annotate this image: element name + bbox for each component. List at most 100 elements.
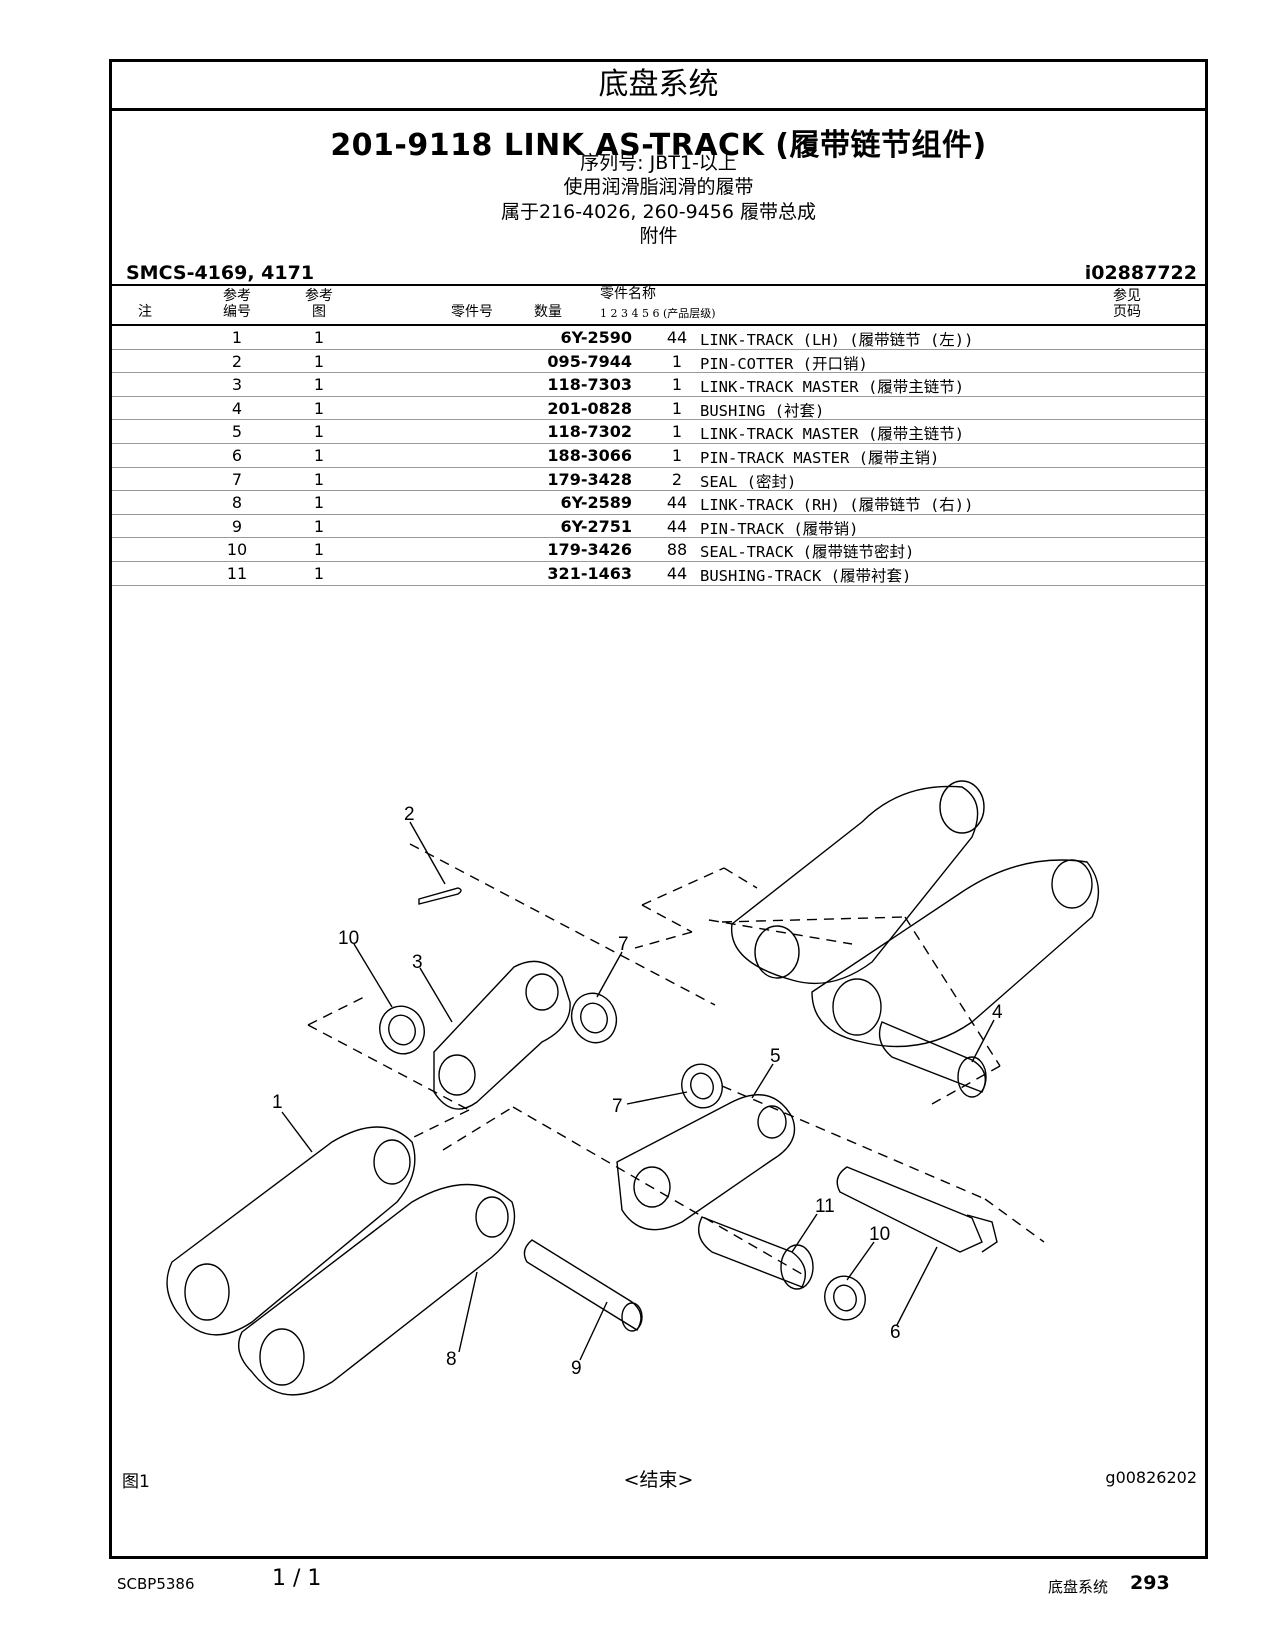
callout-number: 5	[770, 1046, 781, 1067]
part-name: LINK-TRACK (RH) (履带链节 (右))	[700, 496, 974, 515]
part-name: PIN-COTTER (开口销)	[700, 354, 868, 373]
table-row: 2 1 095-7944 1 PIN-COTTER (开口销)	[112, 350, 1205, 374]
quantity: 44	[666, 493, 688, 513]
header-rule	[112, 284, 1205, 286]
ref-fig: 1	[313, 422, 325, 442]
ref-fig: 1	[313, 563, 325, 583]
part-number: 188-3066	[547, 445, 632, 465]
part-number: 6Y-2751	[560, 516, 632, 536]
quantity: 1	[671, 422, 683, 442]
ref-fig: 1	[313, 445, 325, 465]
page-frame: 底盘系统 201-9118 LINK AS-TRACK (履带链节组件) 序列号…	[109, 59, 1208, 1559]
table-row: 8 1 6Y-2589 44 LINK-TRACK (RH) (履带链节 (右))	[112, 491, 1205, 515]
figure-label: 图1	[122, 1472, 150, 1492]
ref-no: 5	[231, 422, 243, 442]
col-levels: 1 2 3 4 5 6 (产品层级)	[600, 307, 716, 320]
ref-no: 3	[231, 375, 243, 395]
ref-no: 1	[231, 328, 243, 347]
columns-rule	[112, 324, 1205, 326]
table-row: 1 1 6Y-2590 44 LINK-TRACK (LH) (履带链节 (左))	[112, 326, 1205, 350]
part-number: 6Y-2590	[560, 328, 632, 347]
document-id: SCBP5386	[117, 1575, 195, 1593]
page-title: 201-9118 LINK AS-TRACK (履带链节组件)	[330, 128, 987, 163]
ref-fig: 1	[313, 375, 325, 395]
ref-fig: 1	[313, 351, 325, 371]
quantity: 44	[666, 516, 688, 536]
page-number: 293	[1130, 1572, 1170, 1594]
quantity: 1	[671, 398, 683, 418]
col-part-no: 零件号	[451, 304, 493, 320]
quantity: 44	[666, 563, 688, 583]
quantity: 2	[671, 469, 683, 489]
quantity: 1	[671, 375, 683, 395]
section-title: 底盘系统	[112, 62, 1205, 111]
part-name: LINK-TRACK MASTER (履带主链节)	[700, 425, 965, 444]
ref-no: 8	[231, 493, 243, 513]
col-qty: 数量	[534, 304, 562, 320]
part-name: BUSHING (衬套)	[700, 401, 825, 420]
graphic-id: g00826202	[1105, 1468, 1197, 1487]
part-name: PIN-TRACK MASTER (履带主销)	[700, 448, 940, 467]
callout-number: 6	[890, 1322, 901, 1343]
callout-number: 7	[618, 934, 629, 955]
part-number: 6Y-2589	[560, 493, 632, 513]
table-row: 10 1 179-3426 88 SEAL-TRACK (履带链节密封)	[112, 538, 1205, 562]
part-number: 118-7303	[547, 375, 632, 395]
callout-number: 7	[612, 1096, 623, 1117]
callout-number: 10	[869, 1224, 890, 1245]
serial-line: 序列号: JBT1-以上	[580, 152, 737, 174]
ref-fig: 1	[313, 540, 325, 560]
part-name: LINK-TRACK MASTER (履带主链节)	[700, 378, 965, 397]
page-count: 1 / 1	[272, 1566, 322, 1591]
part-number: 201-0828	[547, 398, 632, 418]
part-number: 095-7944	[547, 351, 632, 371]
smcs-code: SMCS-4169, 4171	[126, 262, 315, 284]
part-number: 321-1463	[547, 563, 632, 583]
footer-section: 底盘系统	[1048, 1578, 1109, 1596]
table-row: 3 1 118-7303 1 LINK-TRACK MASTER (履带主链节)	[112, 373, 1205, 397]
ref-no: 4	[231, 398, 243, 418]
quantity: 44	[666, 328, 688, 347]
ref-no: 2	[231, 351, 243, 371]
col-see-page: 参见 页码	[1113, 288, 1141, 320]
usage-line: 使用润滑脂润滑的履带	[563, 176, 754, 198]
col-part-name: 零件名称	[600, 286, 656, 302]
ref-fig: 1	[313, 516, 325, 536]
callout-number: 3	[412, 952, 423, 973]
ref-no: 9	[231, 516, 243, 536]
ref-no: 7	[231, 469, 243, 489]
table-row: 9 1 6Y-2751 44 PIN-TRACK (履带销)	[112, 515, 1205, 539]
part-name: BUSHING-TRACK (履带衬套)	[700, 566, 912, 585]
part-number: 179-3428	[547, 469, 632, 489]
part-name: SEAL-TRACK (履带链节密封)	[700, 543, 915, 562]
end-marker: <结束>	[623, 1469, 694, 1491]
part-name: PIN-TRACK (履带销)	[700, 519, 859, 538]
callout-number: 1	[272, 1092, 283, 1113]
callout-number: 4	[992, 1002, 1003, 1023]
col-ref-fig: 参考 图	[305, 288, 333, 320]
callout-number: 8	[446, 1349, 457, 1370]
ref-no: 10	[226, 540, 248, 560]
attachment-line: 附件	[639, 225, 678, 247]
ref-no: 11	[226, 563, 248, 583]
ref-fig: 1	[313, 493, 325, 513]
reference-id: i02887722	[1084, 262, 1197, 284]
belongs-line: 属于216-4026, 260-9456 履带总成	[500, 201, 817, 223]
part-name: SEAL (密封)	[700, 472, 797, 491]
col-ref-no: 参考 编号	[223, 288, 251, 320]
part-name: LINK-TRACK (LH) (履带链节 (左))	[700, 331, 974, 349]
callout-number: 11	[815, 1196, 835, 1217]
quantity: 1	[671, 445, 683, 465]
col-note: 注	[138, 304, 152, 320]
quantity: 88	[666, 540, 688, 560]
callout-number: 2	[404, 804, 415, 825]
part-number: 179-3426	[547, 540, 632, 560]
ref-fig: 1	[313, 328, 325, 347]
quantity: 1	[671, 351, 683, 371]
